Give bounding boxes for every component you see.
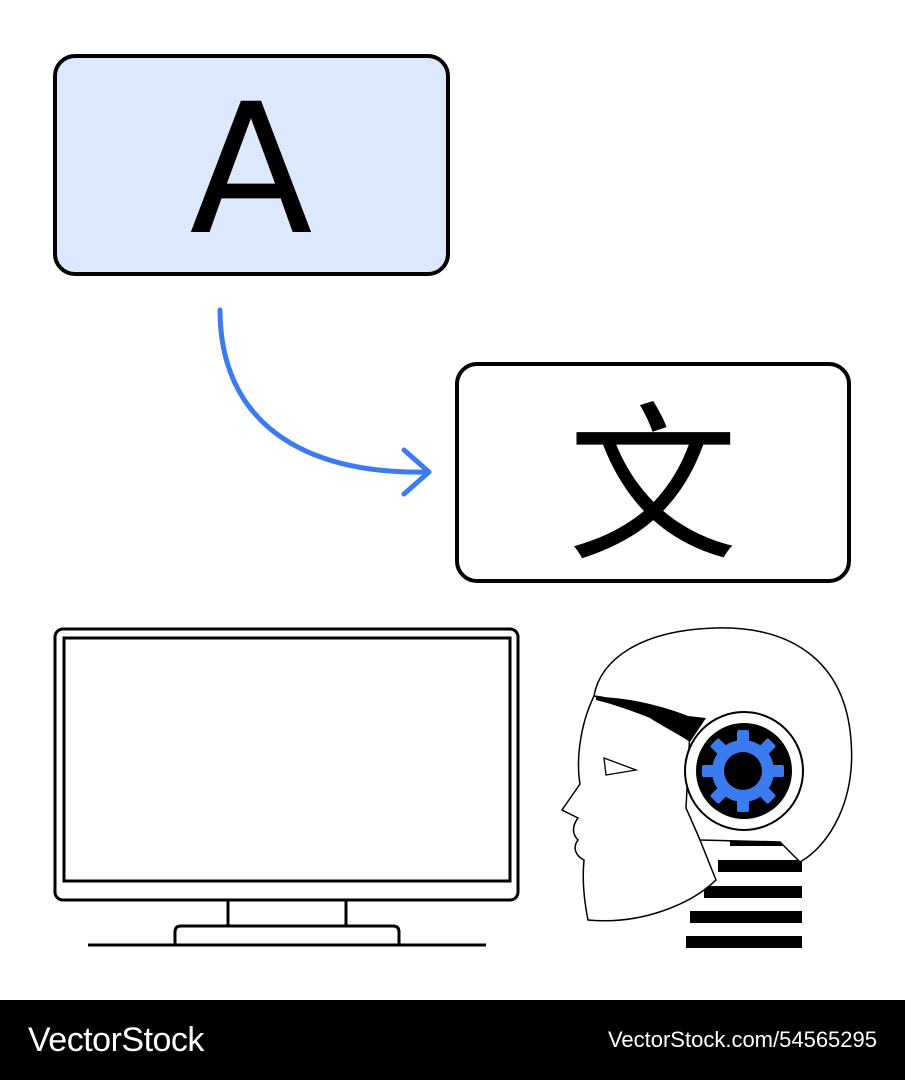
source-glyph: A [189,66,312,275]
gear-icon [702,730,784,812]
translate-arrow-icon [217,307,432,497]
target-glyph: 文 [568,388,738,586]
brand-logo: VectorStock [28,1021,204,1059]
robot-head-icon [560,627,853,948]
robot-eye [603,757,639,776]
translation-illustration: A 文 [53,54,853,948]
monitor-icon [53,627,520,947]
robot-neck [686,828,802,948]
target-character-card: 文 [455,362,851,586]
image-url: VectorStock.com/54565295 [607,1027,877,1052]
footer-bar: VectorStock VectorStock.com/54565295 [0,1000,905,1080]
source-letter-card: A [53,54,450,276]
